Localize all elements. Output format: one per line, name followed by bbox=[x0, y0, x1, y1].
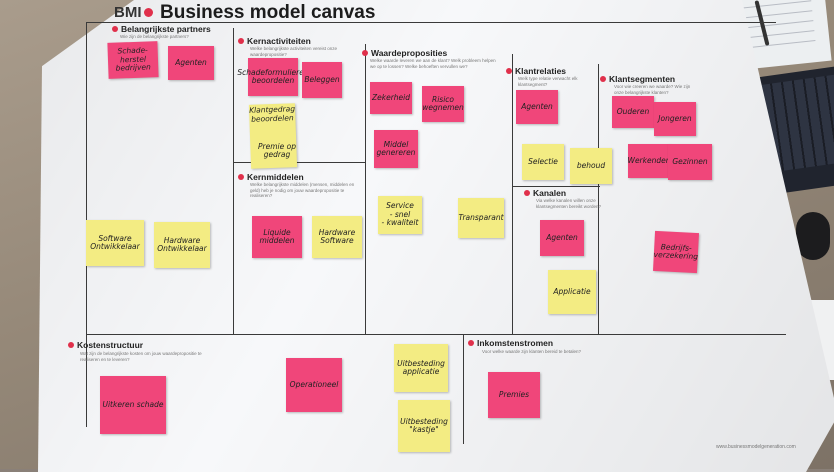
block-title-activities: Kernactiviteiten bbox=[238, 36, 311, 46]
sticky-note: Risico wegnemen bbox=[422, 86, 464, 122]
sticky-note-text: Premie op gedrag bbox=[258, 141, 296, 159]
sticky-note: Zekerheid bbox=[370, 82, 412, 114]
computer-mouse bbox=[796, 212, 830, 260]
block-title-value: Waardeproposities bbox=[362, 48, 447, 58]
sticky-note: Gezinnen bbox=[668, 144, 712, 180]
block-desc-partners: Wie zijn de belangrijkste partners? bbox=[120, 34, 189, 39]
poster-url: www.businessmodelgeneration.com bbox=[716, 444, 796, 450]
sticky-note: behoud bbox=[570, 148, 612, 184]
block-title-partners: Belangrijkste partners bbox=[112, 24, 211, 34]
sticky-note: Ouderen bbox=[612, 96, 654, 128]
sticky-note: Schadeformulieren beoordelen bbox=[237, 58, 309, 96]
sticky-note: Agenten bbox=[168, 46, 214, 80]
block-desc-resources: Welke belangrijkste middelen (mensen, mi… bbox=[250, 182, 355, 198]
poster-title: Business model canvas bbox=[160, 2, 376, 23]
grid-line bbox=[463, 334, 464, 444]
grid-line bbox=[86, 334, 786, 335]
sticky-note: Service - snel - kwaliteit bbox=[378, 196, 422, 234]
sticky-note: Selectie bbox=[522, 144, 564, 180]
block-desc-value: Welke waarde leveren we aan de klant? We… bbox=[370, 58, 496, 69]
grid-line bbox=[512, 186, 600, 187]
block-title-segments: Klantsegmenten bbox=[600, 74, 675, 84]
block-title-revenue: Inkomstenstromen bbox=[468, 338, 553, 348]
sticky-note: Premies bbox=[488, 372, 540, 418]
sticky-note: Liquide middelen bbox=[252, 216, 302, 258]
block-title-relations: Klantrelaties bbox=[506, 66, 566, 76]
block-desc-revenue: Voor welke waarde zijn klanten bereid te… bbox=[482, 349, 582, 354]
sticky-note: Hardware Ontwikkelaar bbox=[154, 222, 210, 268]
sticky-note: Uitbesteding "kastje" bbox=[398, 400, 450, 452]
sticky-note: Agenten bbox=[516, 90, 558, 124]
sticky-note: Software Ontwikkelaar bbox=[86, 220, 144, 266]
grid-line bbox=[86, 22, 776, 23]
sticky-note: Jongeren bbox=[654, 102, 696, 136]
bmi-logo: BMI bbox=[114, 4, 157, 21]
grid-line bbox=[598, 64, 599, 334]
sticky-note: Hardware Software bbox=[312, 216, 362, 258]
grid-line bbox=[233, 28, 234, 334]
grid-line bbox=[365, 44, 366, 334]
sticky-note: Middel genereren bbox=[374, 130, 418, 168]
sticky-note: Agenten bbox=[540, 220, 584, 256]
sticky-note: Schade-herstel bedrijven bbox=[107, 41, 159, 79]
block-title-costs: Kostenstructuur bbox=[68, 340, 143, 350]
sticky-note: Applicatie bbox=[548, 270, 596, 314]
grid-line bbox=[233, 162, 365, 163]
block-desc-costs: Wat zijn de belangrijkste kosten om jouw… bbox=[80, 351, 202, 362]
block-desc-channels: Via welke kanalen willen onze klantsegme… bbox=[536, 198, 602, 209]
grid-line bbox=[512, 54, 513, 334]
sticky-note: Uitkeren schade bbox=[100, 376, 166, 434]
sticky-note: Transparant bbox=[458, 198, 504, 238]
sticky-note: Uitbesteding applicatie bbox=[394, 344, 448, 392]
block-desc-activities: Welke belangrijkste activiteiten vereist… bbox=[250, 46, 337, 57]
sticky-note: Beleggen bbox=[302, 62, 342, 98]
sticky-note: Werkenden bbox=[628, 144, 670, 178]
sticky-note: Operationeel bbox=[286, 358, 342, 412]
block-desc-relations: Welk type relatie verwacht elk klantsegm… bbox=[518, 76, 578, 87]
sticky-note: Bedrijfs-verzekering bbox=[652, 230, 700, 274]
block-title-resources: Kernmiddelen bbox=[238, 172, 304, 182]
block-desc-segments: Voor wie creeren we waarde? Wie zijn onz… bbox=[614, 84, 691, 95]
block-title-channels: Kanalen bbox=[524, 188, 566, 198]
